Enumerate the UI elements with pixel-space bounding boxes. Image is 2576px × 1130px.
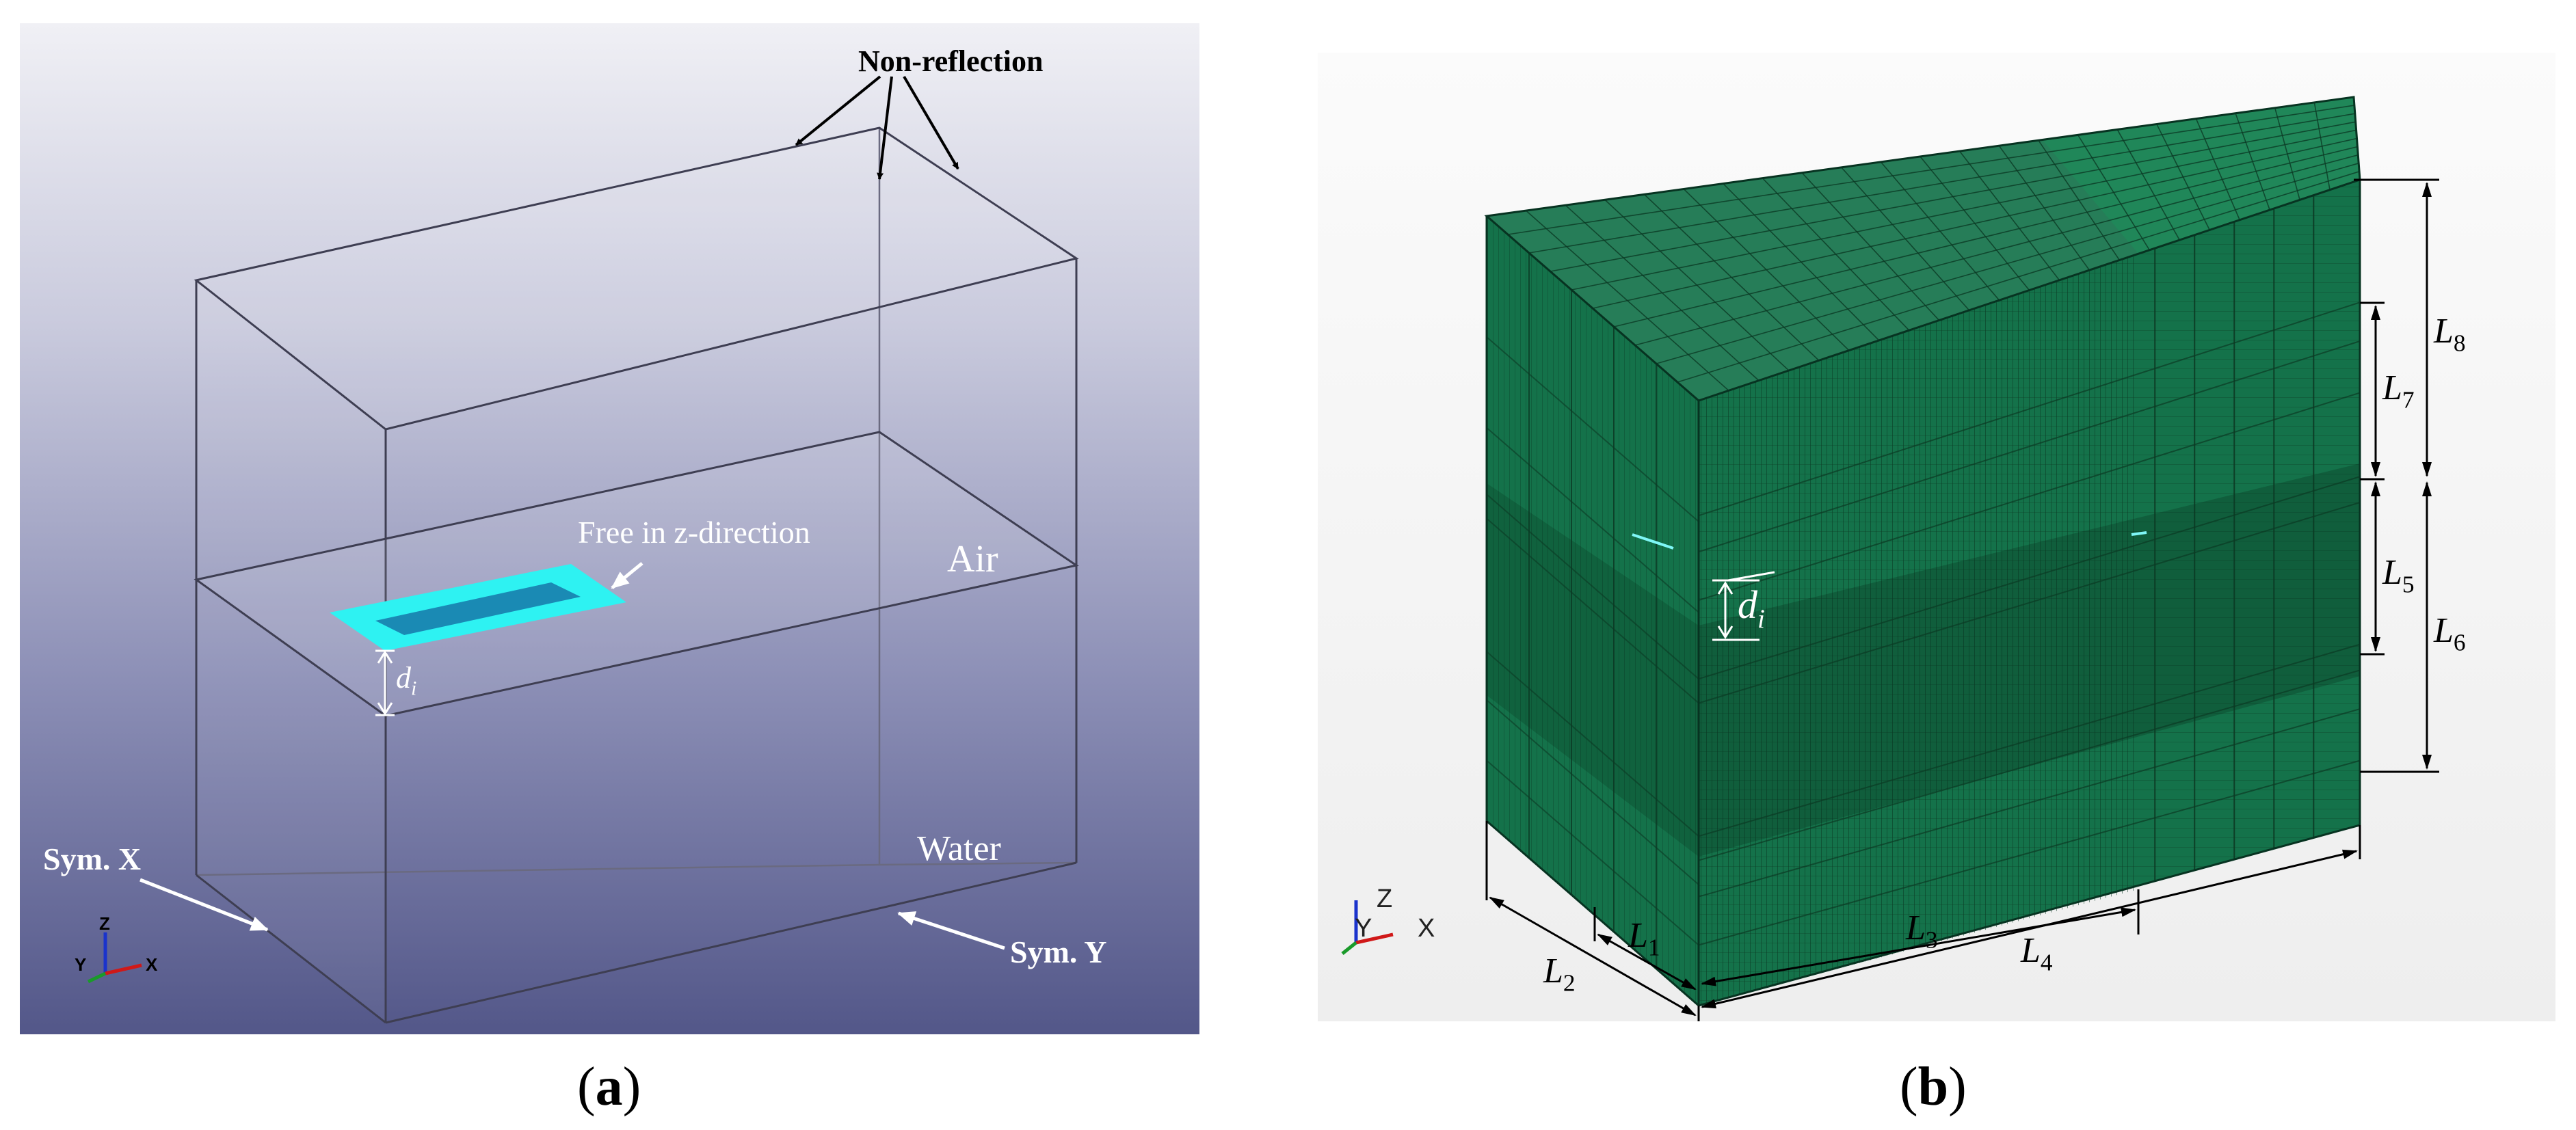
submergence-dimension-b [1712,571,1775,641]
L8-label: L8 [2434,312,2466,357]
non-reflection-arrows [795,75,959,180]
L4-label: L4 [2021,931,2053,976]
caption-a: (a) [577,1057,641,1117]
submergence-dimension [375,649,395,716]
triad-x-label-a: X [146,954,158,975]
floating-plate [330,564,626,651]
caption-b-letter: b [1917,1057,1949,1117]
sym-x-arrow [140,878,269,932]
d-i-label-b: di [1738,582,1765,634]
axis-triad-b [1341,900,1394,955]
L7-label: L7 [2382,368,2415,414]
free-in-z-arrow [611,562,643,589]
axis-triad-a [87,932,142,984]
triad-x-label-b: X [1418,914,1435,943]
caption-b: (b) [1900,1057,1967,1117]
non-reflection-label: Non-reflection [858,44,1044,78]
panel-a-fluid-domain: Non-reflection Free in z-direction Air W… [20,23,1199,1034]
sym-x-label: Sym. X [43,842,142,876]
dimension-lines [1485,178,2439,1021]
triad-z-label-a: Z [99,913,110,934]
free-in-z-label: Free in z-direction [578,515,810,550]
sym-y-label: Sym. Y [1010,934,1107,969]
water-label: Water [917,829,1001,868]
sym-y-arrow [897,911,1005,950]
L6-label: L6 [2434,611,2466,656]
L2-label: L2 [1543,952,1576,997]
panel-b-mesh: di L1 L2 L3 L4 L5 L6 L7 L8 Z Y X [1318,53,2555,1021]
air-label: Air [947,538,998,580]
domain-box [194,126,1079,1024]
fluid-mesh-block [1484,96,2361,1007]
water-surface-plane [194,431,1079,717]
triad-y-label-a: Y [75,954,87,975]
L3-label: L3 [1906,909,1938,954]
L1-label: L1 [1628,916,1660,961]
d-i-label-a: di [396,661,417,700]
L5-label: L5 [2382,553,2415,598]
triad-y-label-b: Y [1355,914,1372,943]
caption-a-letter: a [595,1057,623,1117]
triad-z-label-b: Z [1377,885,1393,913]
